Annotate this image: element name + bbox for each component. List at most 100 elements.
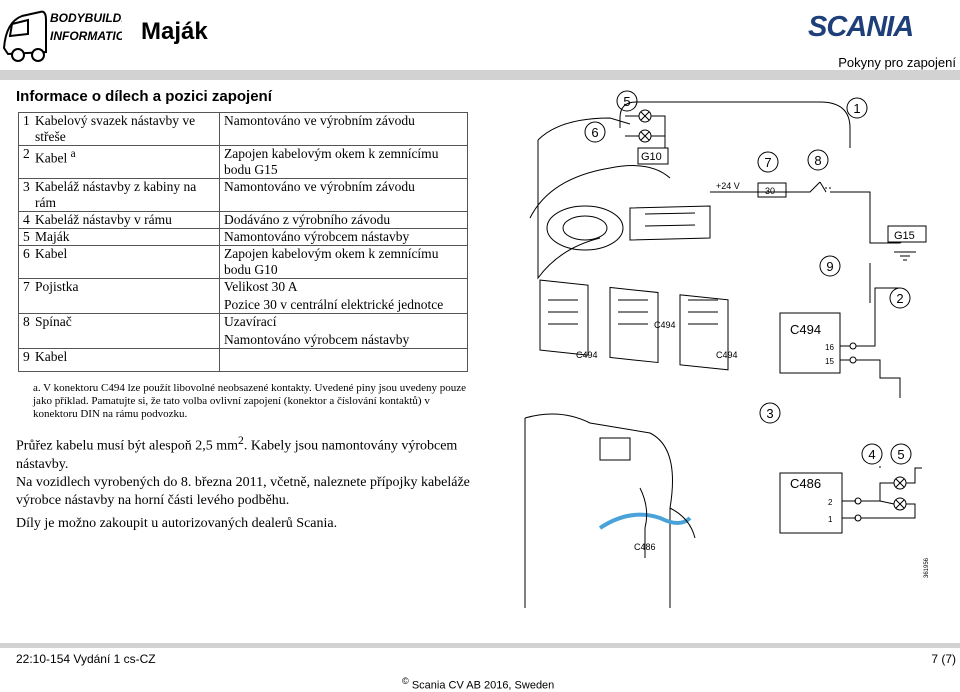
wiring-diagram: 5 6 1 7 8 9 2 3 4 5 G10 G15 +24 V 30 C49… xyxy=(524,90,930,608)
part-name: Kabel xyxy=(31,348,220,372)
part-note-text-2: Pozice 30 v centrální elektrické jednotc… xyxy=(224,297,444,312)
connector-block xyxy=(599,437,631,461)
wheel-arch-line xyxy=(524,413,673,509)
cab-front-line xyxy=(537,140,601,280)
part-name: Maják xyxy=(31,228,220,246)
cab-hood-line xyxy=(529,165,671,219)
part-note: Namontováno ve výrobním závodu xyxy=(219,178,468,212)
part-note xyxy=(219,348,468,372)
callout-1: 1 xyxy=(853,101,860,116)
part-note-text: Velikost 30 A xyxy=(224,279,298,294)
part-note: Zapojen kabelovým okem k zemnícímu bodu … xyxy=(219,145,468,179)
footnote-marker: a xyxy=(70,148,76,160)
para1-text-a: Průřez kabelu musí být alespoň 2,5 mm xyxy=(16,438,239,454)
part-number: 8 xyxy=(18,313,31,349)
page-title: Maják xyxy=(141,18,208,45)
bodybuilder-cable xyxy=(598,512,692,530)
document-subtitle: Pokyny pro zapojení xyxy=(838,55,956,70)
callout-2: 2 xyxy=(896,291,903,306)
copyright-symbol: © xyxy=(402,676,409,686)
part-note: Namontováno výrobcem nástavby xyxy=(219,228,468,246)
bodybuilding-information-logo: BODYBUILDING INFORMATION xyxy=(2,10,122,62)
ground-symbol-g15 xyxy=(894,251,916,261)
callout-8: 8 xyxy=(814,153,821,168)
callout-5b: 5 xyxy=(897,447,904,462)
dashboard-panel xyxy=(629,205,711,241)
c494-box-label: C494 xyxy=(790,322,821,337)
part-name: Kabeláž nástavby v rámu xyxy=(31,211,220,229)
part-note-text: Zapojen kabelovým okem k zemnícímu bodu … xyxy=(224,246,439,277)
pin-16: 16 xyxy=(825,343,834,352)
part-number: 3 xyxy=(18,178,31,212)
steering-wheel xyxy=(546,205,624,251)
part-note-text-2: Namontováno výrobcem nástavby xyxy=(224,332,410,347)
part-note: Velikost 30 A Pozice 30 v centrální elekt… xyxy=(219,278,468,314)
logo-text-2: INFORMATION xyxy=(50,29,122,43)
part-note-text: Uzavírací xyxy=(224,314,277,329)
c494-label-2: C494 xyxy=(654,320,676,330)
c494-label-3: C494 xyxy=(716,350,738,360)
dealer-note: Díly je možno zakoupit u autorizovaných … xyxy=(16,516,338,531)
part-note-text: Dodáváno z výrobního závodu xyxy=(224,212,391,227)
callout-4: 4 xyxy=(868,447,875,462)
fuse-position-label: 30 xyxy=(765,186,775,196)
part-name-text: Kabel xyxy=(35,246,68,261)
c486-box-label: C486 xyxy=(790,476,821,491)
part-number: 5 xyxy=(18,228,31,246)
part-name-text: Pojistka xyxy=(35,279,79,294)
para1-superscript: 2 xyxy=(238,434,244,447)
part-note: Zapojen kabelovým okem k zemnícímu bodu … xyxy=(219,245,468,279)
table-footnote: a. V konektoru C494 lze použít libovolné… xyxy=(33,382,466,420)
part-name-text: Kabeláž nástavby v rámu xyxy=(35,212,172,227)
para1-text-b: . Kabely jsou namontovány výrobcem násta… xyxy=(16,438,458,472)
header-band xyxy=(0,70,960,80)
electrical-panel-3 xyxy=(679,294,729,371)
electrical-panel-2 xyxy=(609,286,659,364)
copyright-text: Scania CV AB 2016, Sweden xyxy=(411,679,555,692)
part-number: 7 xyxy=(18,278,31,314)
callout-5: 5 xyxy=(623,94,630,109)
page-number: 7 (7) xyxy=(931,652,956,666)
part-name: Spínač xyxy=(31,313,220,349)
part-note: Dodáváno z výrobního závodu xyxy=(219,211,468,229)
footer-band xyxy=(0,643,960,648)
electrical-panel-1 xyxy=(539,279,589,356)
logo-text-1: BODYBUILDING xyxy=(50,11,122,25)
ground-g10-label: G10 xyxy=(641,151,662,163)
figure-reference: 361956 xyxy=(924,557,930,578)
part-note-text: Namontováno ve výrobním závodu xyxy=(224,113,415,128)
part-note-text: Namontováno výrobcem nástavby xyxy=(224,229,410,244)
ground-g15-label: G15 xyxy=(894,230,915,242)
copyright: © Scania CV AB 2016, Sweden xyxy=(402,676,554,692)
fuse-box xyxy=(757,182,787,198)
connector-c486-box xyxy=(779,472,843,534)
callout-6: 6 xyxy=(591,125,598,140)
part-name-text: Kabel xyxy=(35,150,68,166)
c486-cable-label: C486 xyxy=(634,542,656,552)
document-id: 22:10-154 Vydání 1 cs-CZ xyxy=(16,652,156,666)
cab-roof-line xyxy=(537,117,631,141)
part-name-text: Kabeláž nástavby z kabiny na rám xyxy=(35,179,197,210)
part-number: 2 xyxy=(18,145,31,179)
brand-name: SCANIA xyxy=(808,11,913,40)
part-note: Namontováno ve výrobním závodu xyxy=(219,112,468,146)
part-name-text: Spínač xyxy=(35,314,72,329)
scania-logo: SCANIA xyxy=(808,11,914,40)
table-row: 4 Kabeláž nástavby v rámu Dodáváno z výrob… xyxy=(18,211,468,229)
production-date-note: Na vozidlech vyrobených do 8. března 201… xyxy=(16,475,470,508)
c494-label-1: C494 xyxy=(576,350,598,360)
connector-c494-box xyxy=(779,312,841,374)
pin-15: 15 xyxy=(825,357,834,366)
cable-section-note: Průřez kabelu musí být alespoň 2,5 mm2. … xyxy=(16,432,471,474)
callout-9: 9 xyxy=(826,259,833,274)
part-name-text: Kabelový svazek nástavby ve střeše xyxy=(35,113,196,144)
part-number: 4 xyxy=(18,211,31,229)
part-number: 1 xyxy=(18,112,31,146)
